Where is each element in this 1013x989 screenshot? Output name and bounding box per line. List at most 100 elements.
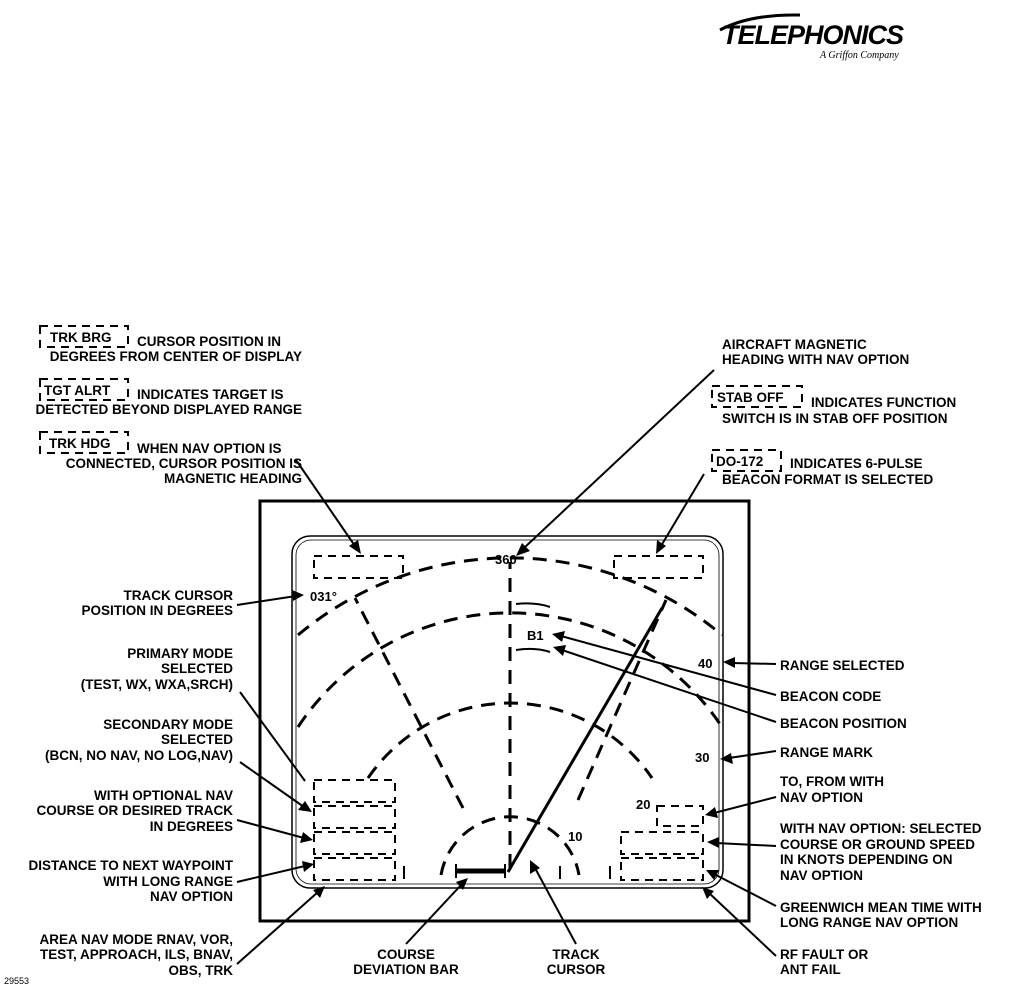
callout-rf-fault: RF FAULT OR ANT FAIL [780,947,868,977]
tgt-alrt-label: TGT ALRT [44,383,111,398]
leader-line [713,873,777,907]
callout-line: WHEN NAV OPTION IS [137,441,282,456]
arrowhead-icon [302,861,314,872]
callout-line: NAV OPTION [150,889,233,904]
callout-greenwich-time: GREENWICH MEAN TIME WITH LONG RANGE NAV … [780,900,982,930]
leader-line [239,691,306,782]
callout-nav-selected-course: WITH NAV OPTION: SELECTED COURSE OR GROU… [780,821,982,883]
display-screen [291,535,724,889]
arrowhead-icon [530,860,540,874]
display-bezel [258,499,751,923]
leader-line [236,819,305,839]
leader-line [731,662,777,665]
callout-line: WITH LONG RANGE [103,874,233,889]
stab-off-label: STAB OFF [717,390,784,405]
callout-line: NAV OPTION [780,868,863,883]
callout-line: INDICATES FUNCTION [811,395,956,410]
do-172-label: DO-172 [716,454,763,469]
callout-line: WITH NAV OPTION: SELECTED [780,821,982,836]
stab-off-box [711,385,803,408]
callout-line: AREA NAV MODE RNAV, VOR, [39,932,233,947]
arrowhead-icon [456,878,468,890]
callout-tgt-alrt: INDICATES TARGET IS DETECTED BEYOND DISP… [35,387,302,417]
callout-do-172: INDICATES 6-PULSE BEACON FORMAT IS SELEC… [722,456,934,487]
logo-tagline: A Griffon Company [819,50,899,61]
gmt-field [620,857,704,881]
arrowhead-icon [349,540,361,554]
callout-line: IN KNOTS DEPENDING ON [780,852,953,867]
arrowhead-icon [516,543,530,556]
callout-line: DETECTED BEYOND DISPLAYED RANGE [35,402,302,417]
arrowhead-icon [298,801,312,812]
callout-line: BEACON FORMAT IS SELECTED [722,472,934,487]
trk-hdg-field [313,555,404,579]
callout-line: DEVIATION BAR [353,962,459,977]
range-40-label: 40 [698,656,712,671]
callout-line: GREENWICH MEAN TIME WITH [780,900,982,915]
do-172-box [711,449,782,472]
nav-mode-field [313,857,396,881]
callout-line: RANGE SELECTED [780,658,905,673]
callout-line: IN DEGREES [150,819,233,834]
leader-line [660,473,705,547]
trk-hdg-box [39,431,129,454]
secondary-mode-field [313,805,396,829]
logo-wordmark: TELEPHONICS [722,20,904,50]
leader-line [239,761,305,808]
callout-line: TO, FROM WITH [780,774,884,789]
logo-swoosh [719,13,801,32]
callout-line: SELECTED [161,732,233,747]
arrowhead-icon [702,887,714,899]
to-from-field [656,805,704,827]
leader-line [236,891,319,965]
course-field [313,831,396,855]
callout-line: HEADING WITH NAV OPTION [722,352,909,367]
track-degrees-readout: 031° [310,589,337,604]
callout-stab-off: INDICATES FUNCTION SWITCH IS IN STAB OFF… [722,395,956,426]
callout-line: SWITCH IS IN STAB OFF POSITION [722,411,948,426]
leader-lines [236,369,777,965]
callout-optional-nav: WITH OPTIONAL NAV COURSE OR DESIRED TRAC… [36,788,233,834]
arrowhead-icon [553,645,566,656]
callout-line: COURSE OR GROUND SPEED [780,837,975,852]
callout-line: RANGE MARK [780,745,873,760]
callout-line: COURSE OR DESIRED TRACK [36,803,233,818]
callout-line: TRACK CURSOR [124,588,234,603]
callout-line: TEST, APPROACH, ILS, BNAV, [40,947,233,962]
display-screen-inner [295,539,720,885]
telephonics-logo: TELEPHONICS A Griffon Company [719,13,905,61]
range-arc-30 [296,611,724,728]
arrowhead-icon [720,753,733,764]
arrowhead-icon [706,870,719,880]
callout-line: (TEST, WX, WXA,SRCH) [81,677,233,692]
leader-line [713,796,777,814]
leader-line [728,750,777,759]
callout-line: DEGREES FROM CENTER OF DISPLAY [50,349,302,364]
callout-beacon-code: BEACON CODE [780,689,881,704]
beacon-code-readout: B1 [527,628,544,643]
callout-line: DISTANCE TO NEXT WAYPOINT [28,858,233,873]
trk-hdg-label: TRK HDG [49,436,111,451]
leader-line [560,635,777,696]
callout-line: SELECTED [161,661,233,676]
callout-line: INDICATES TARGET IS [137,387,284,402]
callout-track-cursor-position: TRACK CURSOR POSITION IN DEGREES [81,588,233,618]
callout-area-nav: AREA NAV MODE RNAV, VOR, TEST, APPROACH,… [39,932,233,978]
callout-trk-hdg: WHEN NAV OPTION IS CONNECTED, CURSOR POS… [66,441,302,486]
range-arc-40 [297,556,723,637]
arrowhead-icon [313,886,325,898]
callout-range-selected: RANGE SELECTED [780,658,905,673]
callout-line: AIRCRAFT MAGNETIC [722,337,867,352]
leader-line [534,867,577,945]
trk-brg-label: TRK BRG [50,330,112,345]
callout-line: MAGNETIC HEADING [164,471,302,486]
primary-mode-field [313,779,396,803]
callout-line: SECONDARY MODE [103,717,233,732]
callout-line: INDICATES 6-PULSE [790,456,923,471]
arrowhead-icon [705,807,718,818]
beacon-mark-upper [515,602,551,608]
callout-beacon-position: BEACON POSITION [780,716,907,731]
callout-line: OBS, TRK [168,963,233,978]
callout-primary-mode: PRIMARY MODE SELECTED (TEST, WX, WXA,SRC… [81,646,233,692]
